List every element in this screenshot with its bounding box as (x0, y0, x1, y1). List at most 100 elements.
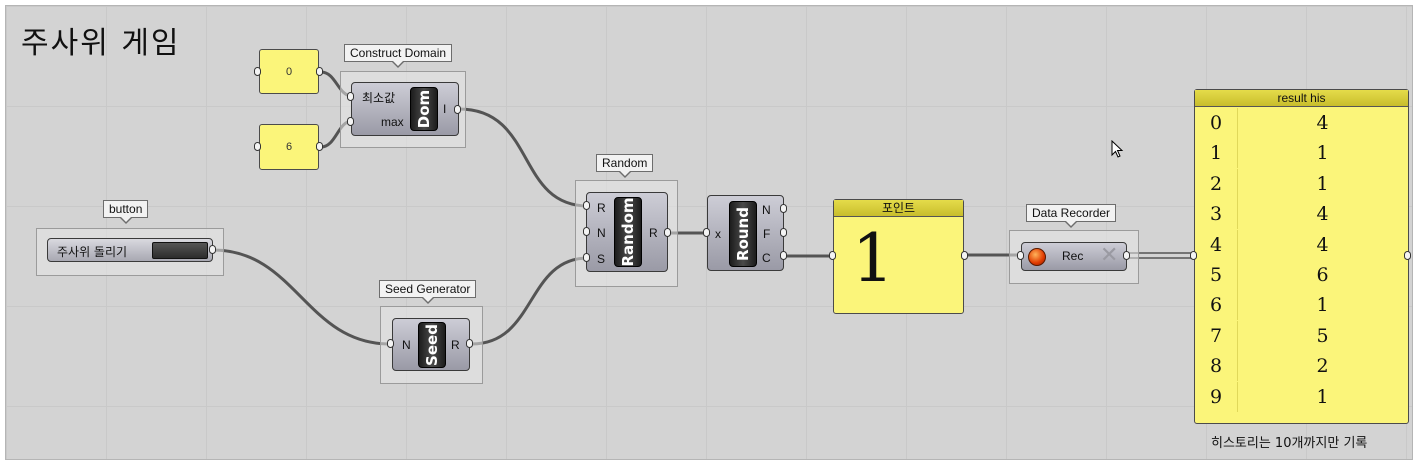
list-item-value: 1 (1316, 172, 1329, 195)
point-input-grip[interactable] (829, 251, 836, 260)
seed-generator-component[interactable]: N Seed R (392, 318, 470, 371)
seed-generator-tag: Seed Generator (379, 280, 477, 304)
random-nickname: Random (619, 197, 637, 267)
list-item-index: 4 (1195, 229, 1238, 260)
history-output-grip[interactable] (1404, 251, 1411, 260)
wire-button-to-seed (211, 248, 392, 346)
list-item-index: 5 (1195, 260, 1238, 290)
point-panel[interactable]: 포인트 1 (833, 199, 964, 314)
list-item-index: 1 (1195, 138, 1238, 169)
domain-min-grip[interactable] (347, 92, 354, 101)
seed-input-grip[interactable] (387, 339, 394, 348)
slider-min-input-grip[interactable] (254, 67, 261, 76)
random-tag: Random (596, 154, 654, 178)
round-nickname: Round (734, 207, 752, 261)
construct-domain-component[interactable]: 최소값 max Dom I (351, 82, 459, 136)
random-n-grip[interactable] (583, 227, 590, 236)
domain-nickname: Dom (415, 89, 433, 129)
recorder-output-grip[interactable] (1123, 251, 1130, 260)
domain-input-max: max (381, 115, 404, 129)
slider-min[interactable]: 0 (259, 49, 319, 94)
seed-nickname-plate: Seed (418, 322, 446, 368)
recorder-input-grip[interactable] (1017, 251, 1024, 260)
domain-output-i: I (443, 102, 447, 116)
round-output-n: N (762, 203, 771, 217)
seed-output-r: R (451, 338, 460, 352)
list-item-index: 7 (1195, 320, 1238, 351)
random-nickname-plate: Random (614, 197, 642, 267)
random-s-grip[interactable] (583, 253, 590, 262)
page-title: 주사위 게임 (21, 26, 181, 61)
round-component[interactable]: x Round N F C (707, 195, 784, 271)
button-output-grip[interactable] (209, 245, 216, 254)
domain-output-grip[interactable] (454, 105, 461, 114)
slider-max-value: 6 (285, 141, 293, 153)
round-c-grip[interactable] (780, 251, 787, 260)
data-recorder-component[interactable]: Rec ✕ (1021, 242, 1127, 271)
slider-min-output-grip[interactable] (316, 67, 323, 76)
mouse-cursor-icon (1111, 140, 1124, 158)
random-output-r: R (649, 226, 658, 240)
list-item-value: 1 (1316, 294, 1329, 317)
grasshopper-canvas[interactable]: 주사위 게임 0 6 Construct Domain 최소값 max Dom … (5, 5, 1413, 460)
round-input-x: x (715, 227, 721, 241)
list-item-index: 2 (1195, 168, 1238, 199)
data-recorder-tag: Data Recorder (1026, 204, 1117, 228)
random-component[interactable]: R N S Random R (586, 192, 668, 272)
list-item-value: 4 (1316, 233, 1329, 256)
clear-icon[interactable]: ✕ (1100, 242, 1119, 267)
random-input-n: N (597, 226, 606, 240)
slider-max[interactable]: 6 (259, 124, 319, 170)
list-item-value: 5 (1316, 324, 1329, 347)
dice-roll-button[interactable]: 주사위 돌리기 (47, 238, 213, 262)
random-r-grip[interactable] (583, 201, 590, 210)
list-item-value: 2 (1316, 355, 1329, 378)
list-item-value: 1 (1316, 142, 1329, 165)
wire-domain-to-random (457, 107, 590, 208)
list-item-value: 4 (1316, 112, 1329, 134)
round-n-grip[interactable] (780, 204, 787, 213)
round-nickname-plate: Round (729, 201, 757, 267)
list-item-index: 3 (1195, 199, 1238, 230)
domain-input-min: 최소값 (362, 91, 396, 105)
slider-min-value: 0 (285, 65, 293, 78)
construct-domain-tag: Construct Domain (344, 44, 453, 68)
list-item-index: 6 (1195, 290, 1238, 321)
point-output-grip[interactable] (961, 251, 968, 260)
button-tag: button (103, 200, 149, 224)
seed-nickname: Seed (423, 324, 441, 366)
seed-output-grip[interactable] (466, 339, 473, 348)
domain-max-grip[interactable] (347, 117, 354, 126)
wire-seed-to-random (470, 256, 590, 346)
point-panel-header: 포인트 (834, 200, 963, 217)
history-footnote: 히스토리는 10개까지만 기록 (1211, 436, 1368, 451)
list-item-index: 0 (1195, 108, 1238, 138)
slider-max-input-grip[interactable] (254, 142, 261, 151)
round-input-grip[interactable] (703, 228, 710, 237)
recorder-label: Rec (1062, 249, 1084, 263)
random-input-r: R (597, 201, 606, 215)
random-output-grip[interactable] (664, 228, 671, 237)
domain-nickname-plate: Dom (410, 87, 438, 131)
slider-max-output-grip[interactable] (316, 142, 323, 151)
dice-roll-label: 주사위 돌리기 (57, 245, 128, 259)
history-input-grip[interactable] (1190, 251, 1197, 260)
dice-roll-button-face[interactable] (152, 242, 208, 259)
record-icon[interactable] (1028, 248, 1046, 266)
list-item-index: 8 (1195, 351, 1238, 382)
random-input-s: S (597, 252, 606, 266)
round-output-c: C (762, 251, 771, 265)
round-f-grip[interactable] (780, 228, 787, 237)
list-item-value: 1 (1316, 385, 1329, 408)
point-panel-value: 1 (852, 220, 894, 297)
round-output-f: F (763, 227, 771, 241)
